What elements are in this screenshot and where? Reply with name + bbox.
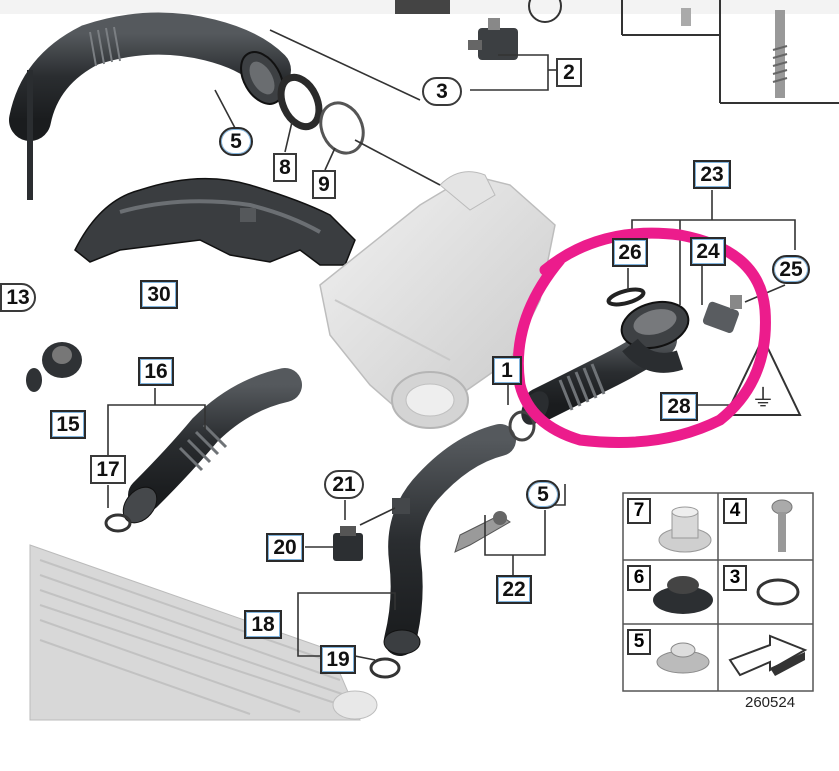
sensor-top [395,0,562,60]
pressure-sensor [702,295,742,333]
diagram-number: 260524 [745,694,796,711]
label-8: 8 [273,153,297,182]
arrow-icon [728,634,808,677]
label-24: 24 [690,237,726,266]
hose-16 [104,368,302,533]
table-item-7 [658,506,712,553]
charge-pipe [508,300,690,442]
hose-18 [369,424,516,679]
bracket-22 [454,511,511,553]
label-26: 26 [612,238,648,267]
hose-top-left [9,12,291,200]
label-5-mid: 5 [526,480,560,509]
svg-text:⏚: ⏚ [751,384,775,412]
table-num-5: 5 [627,629,651,655]
table-item-6 [653,576,713,614]
label-9: 9 [312,170,336,199]
label-13: 13 [0,283,36,312]
table-item-4 [771,499,793,552]
label-30: 30 [140,280,178,309]
table-num-3: 3 [723,565,747,591]
highlight-circle [512,227,771,448]
label-3-top: 3 [422,77,462,106]
resonator-30 [74,177,356,266]
label-23: 23 [693,160,731,189]
label-21: 21 [324,470,364,499]
label-15: 15 [50,410,86,439]
label-2: 2 [556,58,582,87]
label-28: 28 [660,392,698,421]
leader-lines [107,29,796,661]
clamp-9 [319,101,365,155]
table-item-3 [756,578,800,606]
label-22: 22 [496,575,532,604]
label-20: 20 [266,533,304,562]
seal-ring-26 [606,287,646,307]
grommet-15 [26,342,82,392]
table-num-7: 7 [627,498,651,524]
intercooler [29,544,378,721]
table-item-5 [656,642,710,674]
label-1x: 1 [492,356,522,385]
part-20 [333,533,363,561]
table-num-4: 4 [723,498,747,524]
label-5-top: 5 [219,127,253,156]
parts-table [622,492,814,692]
label-18: 18 [244,610,282,639]
seal-ring-8 [277,73,323,131]
label-16: 16 [138,357,174,386]
top-right-panel [621,0,839,104]
label-17: 17 [90,455,126,484]
label-25: 25 [772,255,810,284]
label-19: 19 [320,645,356,674]
table-num-6: 6 [627,565,651,591]
